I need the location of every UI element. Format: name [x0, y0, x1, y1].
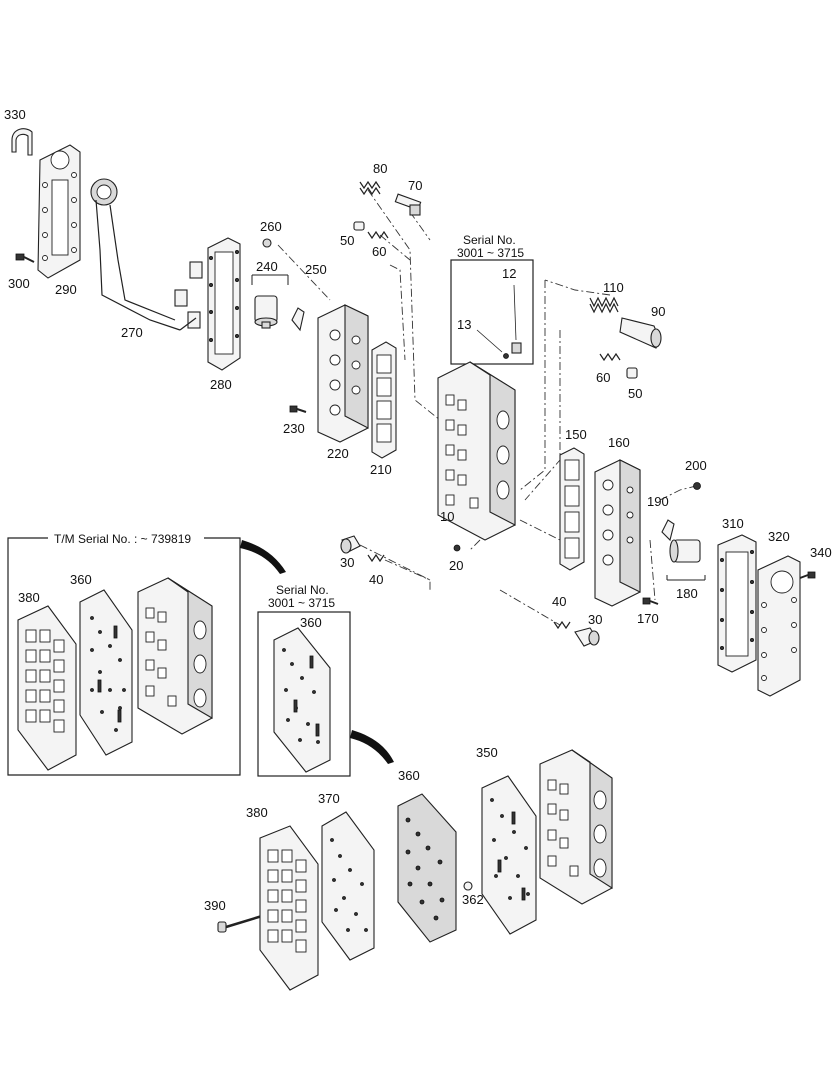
label-220: 220	[327, 446, 349, 461]
label-40-left: 40	[369, 572, 383, 587]
label-170: 170	[637, 611, 659, 626]
part-250-clip	[291, 307, 305, 332]
part-70-plunger	[394, 193, 422, 216]
label-30-lower: 30	[588, 612, 602, 627]
part-320-cover	[757, 555, 801, 697]
part-160-valve-body	[594, 459, 641, 607]
part-270-wire-harness	[90, 178, 203, 331]
part-150-gasket	[559, 447, 585, 571]
part-180-solenoid	[666, 539, 706, 581]
label-300: 300	[8, 276, 30, 291]
part-310-gasket	[717, 534, 757, 673]
serial-box-mid	[257, 611, 394, 777]
label-360-bottom: 360	[398, 768, 420, 783]
part-labels: 330 300 290 270 280 260 240 250 230 220 …	[4, 107, 832, 913]
part-30-plug-lower	[574, 627, 600, 647]
part-362-ball	[463, 881, 473, 891]
label-180: 180	[676, 586, 698, 601]
part-200-plug	[693, 482, 701, 490]
part-40-spring-left	[367, 553, 385, 563]
serial-box-top	[450, 259, 534, 365]
part-80-spring	[359, 180, 381, 196]
label-260: 260	[260, 219, 282, 234]
part-370-gasket	[321, 811, 375, 961]
tm-serial-box	[7, 537, 286, 776]
label-370: 370	[318, 791, 340, 806]
part-220-valve-body	[317, 304, 369, 443]
label-290: 290	[55, 282, 77, 297]
label-380-tm: 380	[18, 590, 40, 605]
label-40-lower: 40	[552, 594, 566, 609]
label-50-top: 50	[340, 233, 354, 248]
tm-serial-title: T/M Serial No. : ~ 739819	[54, 532, 191, 546]
label-362: 362	[462, 892, 484, 907]
part-340-bolt	[799, 571, 816, 579]
label-12: 12	[502, 266, 516, 281]
part-280-gasket	[207, 237, 241, 371]
label-190: 190	[647, 494, 669, 509]
label-350: 350	[476, 745, 498, 760]
label-390: 390	[204, 898, 226, 913]
part-30-plug-left	[340, 535, 361, 554]
label-50-right: 50	[628, 386, 642, 401]
part-380-plate-bottom	[259, 825, 319, 991]
label-210: 210	[370, 462, 392, 477]
label-340: 340	[810, 545, 832, 560]
part-40-spring-lower	[553, 620, 571, 630]
part-50-plug-right	[626, 367, 638, 379]
label-250: 250	[305, 262, 327, 277]
serial-mid-line1: Serial No.	[276, 583, 329, 597]
label-230: 230	[283, 421, 305, 436]
part-50-plug	[353, 221, 365, 231]
label-280: 280	[210, 377, 232, 392]
label-60-right: 60	[596, 370, 610, 385]
part-20-ball	[453, 544, 461, 552]
label-60-top: 60	[372, 244, 386, 259]
part-60-spring-right	[599, 352, 621, 362]
part-300-bolt	[15, 253, 35, 263]
label-90: 90	[651, 304, 665, 319]
label-160: 160	[608, 435, 630, 450]
part-10-main-valve-body	[437, 361, 516, 541]
part-260-plug	[262, 238, 272, 248]
part-390-bolt	[217, 914, 263, 933]
part-210-gasket	[371, 341, 397, 459]
label-270: 270	[121, 325, 143, 340]
label-150: 150	[565, 427, 587, 442]
part-170-bolt	[642, 597, 659, 605]
part-230-bolt	[289, 405, 307, 413]
label-110: 110	[603, 280, 624, 295]
serial-top-line2: 3001 ~ 3715	[457, 246, 524, 260]
part-90-valve	[619, 317, 662, 349]
label-330: 330	[4, 107, 26, 122]
label-80: 80	[373, 161, 387, 176]
serial-mid-line2: 3001 ~ 3715	[268, 596, 335, 610]
label-13: 13	[457, 317, 471, 332]
label-240: 240	[256, 259, 278, 274]
label-70: 70	[408, 178, 422, 193]
label-310: 310	[722, 516, 744, 531]
serial-top-line1: Serial No.	[463, 233, 516, 247]
label-10: 10	[440, 509, 454, 524]
part-330-clip	[11, 128, 33, 156]
label-20: 20	[449, 558, 463, 573]
label-200: 200	[685, 458, 707, 473]
label-320: 320	[768, 529, 790, 544]
part-350-separator-plate	[481, 775, 537, 935]
label-360-mid: 360	[300, 615, 322, 630]
part-190-clip	[661, 519, 675, 542]
label-360-tm: 360	[70, 572, 92, 587]
part-360-plate-bottom	[397, 793, 457, 943]
part-60-spring	[367, 230, 389, 240]
part-240-solenoid	[251, 274, 289, 329]
part-290-cover-plate	[37, 144, 81, 279]
part-110-spring	[589, 296, 619, 314]
label-380-bottom: 380	[246, 805, 268, 820]
part-valve-body-bottom	[539, 749, 613, 905]
label-30-left: 30	[340, 555, 354, 570]
